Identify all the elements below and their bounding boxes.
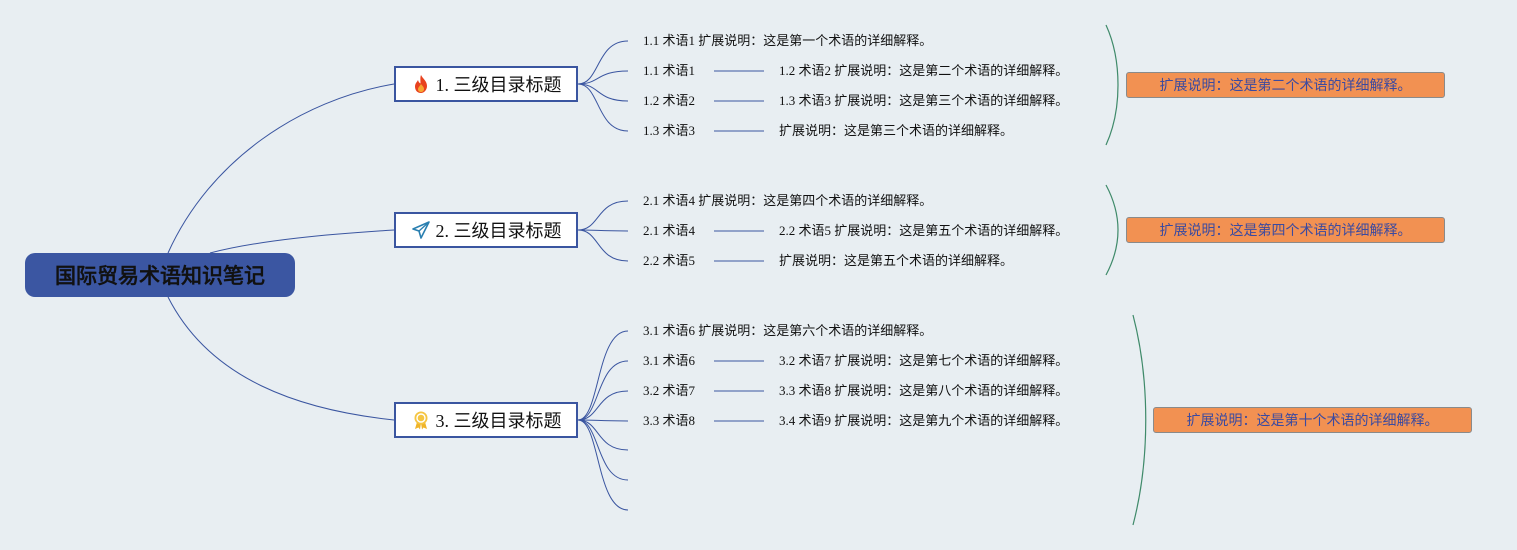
branch-2-fan-connector-2 — [577, 229, 629, 232]
subtopic-1-1[interactable]: 1.1 术语1 — [643, 63, 696, 78]
subtopic-2-1[interactable]: 2.1 术语4 — [643, 223, 696, 238]
award-ribbon-icon — [411, 410, 431, 430]
branch-3-fan-connector-7 — [577, 419, 629, 511]
detail-1-3[interactable]: 1.3 术语3 扩展说明：这是第三个术语的详细解释。 — [779, 93, 1069, 108]
branch-topic-3[interactable]: 3. 三级目录标题 — [394, 402, 578, 438]
branch-3-fan-connector-5 — [577, 419, 629, 451]
summary-bracket-1 — [1105, 24, 1119, 146]
branch-3-fan-connector-4 — [577, 419, 629, 422]
detail-1-4[interactable]: 扩展说明：这是第三个术语的详细解释。 — [779, 123, 1014, 138]
branch-3-fan-connector-1 — [577, 330, 629, 421]
root-topic-label: 国际贸易术语知识笔记 — [55, 264, 265, 288]
subtopic-3-3[interactable]: 3.3 术语8 — [643, 413, 696, 428]
detail-2-2[interactable]: 2.2 术语5 扩展说明：这是第五个术语的详细解释。 — [779, 223, 1069, 238]
summary-note-3-text: 扩展说明：这是第十个术语的详细解释。 — [1186, 413, 1439, 429]
branch-3-fan-connector-2 — [577, 360, 629, 421]
branch-1-fan-connector-3 — [577, 83, 629, 102]
subtopic-1-3[interactable]: 1.3 术语3 — [643, 123, 696, 138]
paper-plane-icon — [411, 220, 431, 240]
branch-topic-1-label: 1. 三级目录标题 — [435, 75, 562, 95]
branch-1-fan-connector-2 — [577, 70, 629, 85]
root-to-branch-2-connector — [209, 229, 395, 254]
branch-topic-3-label: 3. 三级目录标题 — [435, 411, 562, 431]
summary-bracket-3 — [1132, 314, 1147, 526]
branch-3-fan-connector-3 — [577, 390, 629, 421]
detail-3-4[interactable]: 3.4 术语9 扩展说明：这是第九个术语的详细解释。 — [779, 413, 1069, 428]
branch-3-fan-connector-6 — [577, 419, 629, 481]
detail-2-3[interactable]: 扩展说明：这是第五个术语的详细解释。 — [779, 253, 1014, 268]
subtopic-1-1-note[interactable]: 1.1 术语1 扩展说明：这是第一个术语的详细解释。 — [643, 33, 933, 48]
detail-3-3[interactable]: 3.3 术语8 扩展说明：这是第八个术语的详细解释。 — [779, 383, 1069, 398]
branch-topic-2-label: 2. 三级目录标题 — [435, 221, 562, 241]
subtopic-2-2[interactable]: 2.2 术语5 — [643, 253, 696, 268]
branch-2-fan-connector-3 — [577, 229, 629, 262]
summary-note-2[interactable]: 扩展说明：这是第四个术语的详细解释。 — [1126, 217, 1445, 243]
branch-topic-2[interactable]: 2. 三级目录标题 — [394, 212, 578, 248]
branch-1-fan-connector-1 — [577, 40, 629, 85]
subtopic-2-1-note[interactable]: 2.1 术语4 扩展说明：这是第四个术语的详细解释。 — [643, 193, 933, 208]
branch-topic-1[interactable]: 1. 三级目录标题 — [394, 66, 578, 102]
summary-note-1-text: 扩展说明：这是第二个术语的详细解释。 — [1159, 78, 1412, 94]
root-topic[interactable]: 国际贸易术语知识笔记 — [25, 253, 295, 297]
root-to-branch-3-connector — [167, 296, 395, 421]
branch-2-fan-connector-1 — [577, 200, 629, 231]
subtopic-3-2[interactable]: 3.2 术语7 — [643, 383, 696, 398]
root-to-branch-1-connector — [167, 83, 395, 254]
summary-note-2-text: 扩展说明：这是第四个术语的详细解释。 — [1159, 223, 1412, 239]
subtopic-3-1[interactable]: 3.1 术语6 — [643, 353, 696, 368]
detail-1-2[interactable]: 1.2 术语2 扩展说明：这是第二个术语的详细解释。 — [779, 63, 1069, 78]
summary-note-1[interactable]: 扩展说明：这是第二个术语的详细解释。 — [1126, 72, 1445, 98]
summary-note-3[interactable]: 扩展说明：这是第十个术语的详细解释。 — [1153, 407, 1472, 433]
fire-icon — [411, 74, 431, 94]
subtopic-3-1-note[interactable]: 3.1 术语6 扩展说明：这是第六个术语的详细解释。 — [643, 323, 933, 338]
branch-1-fan-connector-4 — [577, 83, 629, 132]
summary-bracket-2 — [1105, 184, 1119, 276]
subtopic-1-2[interactable]: 1.2 术语2 — [643, 93, 696, 108]
detail-3-2[interactable]: 3.2 术语7 扩展说明：这是第七个术语的详细解释。 — [779, 353, 1069, 368]
